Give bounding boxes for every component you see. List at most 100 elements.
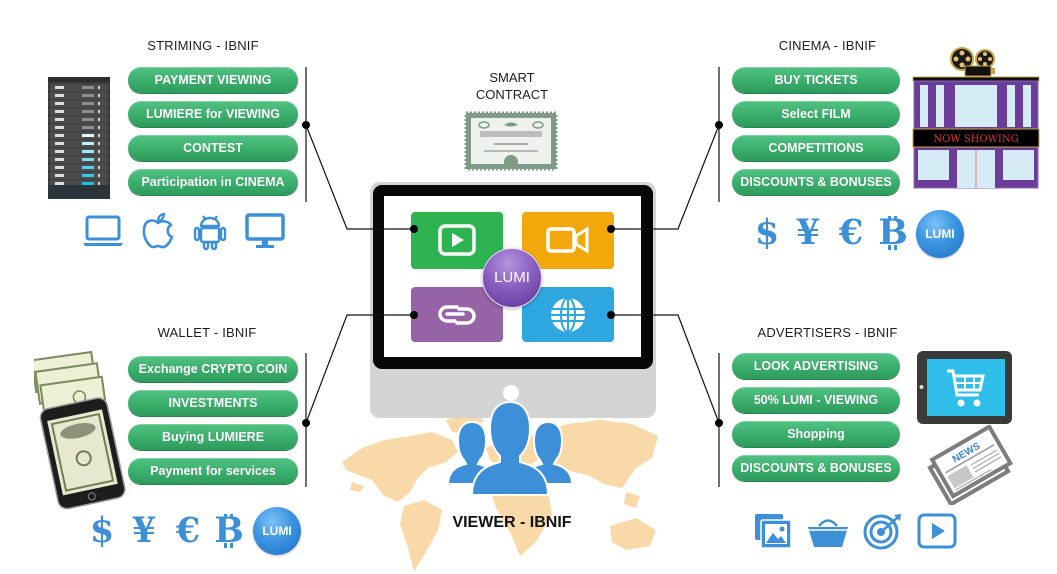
monitor-icon [245, 213, 285, 248]
server-rack-icon [48, 77, 110, 199]
wallet-item: Exchange CRYPTO COIN [128, 356, 298, 382]
wallet-item: Payment for services [128, 458, 298, 484]
tablet-shopping-cart-icon [917, 351, 1012, 424]
server-led [98, 166, 100, 169]
server-indicator [82, 158, 94, 161]
basket-icon [808, 519, 848, 547]
server-slot [50, 124, 108, 131]
server-led [98, 142, 100, 145]
advertisers-item: LOOK ADVERTISING [732, 353, 900, 379]
server-label [55, 118, 64, 121]
dollar-icon: $ [89, 510, 115, 551]
server-slot [50, 116, 108, 123]
map-north-america [342, 432, 458, 502]
lumi-hub-badge: LUMI [482, 248, 542, 308]
server-label [55, 142, 64, 145]
connector-dot [715, 419, 723, 427]
map-islands [624, 492, 640, 508]
server-label [55, 86, 64, 89]
server-indicator [82, 102, 94, 105]
cinema-item: COMPETITIONS [732, 135, 900, 161]
monitor-camera-dot [503, 385, 519, 401]
wallet-item: Buying LUMIERE [128, 424, 298, 450]
server-slot [50, 132, 108, 139]
bitcoin-glyph: B [878, 212, 908, 253]
server-led [98, 134, 100, 137]
bitcoin-icon: B [211, 511, 247, 551]
smart-contract-label-line2: CONTRACT [475, 87, 549, 102]
apple-icon [142, 212, 174, 249]
server-slot [50, 180, 108, 187]
server-indicator [82, 126, 94, 129]
cinema-item: BUY TICKETS [732, 67, 900, 93]
wallet-title: WALLET - IBNIF [157, 325, 257, 340]
cinema-item: Select FILM [732, 101, 900, 127]
advertisers-title: ADVERTISERS - IBNIF [757, 325, 898, 340]
phone-with-money-icon [34, 350, 126, 510]
yen-icon: ¥ [795, 212, 821, 253]
server-label [55, 166, 64, 169]
video-camera-icon [546, 226, 589, 254]
server-led [98, 94, 100, 97]
wallet-item: INVESTMENTS [128, 390, 298, 416]
connector-dot [715, 121, 723, 129]
server-led [98, 118, 100, 121]
server-label [55, 150, 64, 153]
smart-contract-label-line1: SMART [489, 70, 535, 85]
bitcoin-glyph: B [214, 510, 244, 551]
gallery-icon [755, 514, 792, 549]
android-icon [193, 215, 227, 251]
server-indicator [82, 174, 94, 177]
server-led [98, 86, 100, 89]
viewer-center-icon [470, 400, 550, 496]
server-indicator [82, 166, 94, 169]
server-indicator [82, 182, 94, 185]
server-label [55, 174, 64, 177]
server-led [98, 174, 100, 177]
streaming-title: STRIMING - IBNIF [147, 38, 259, 53]
viewers-group-icon [446, 400, 574, 496]
server-slot [50, 172, 108, 179]
marquee-sign: NOW SHOWING [933, 134, 1018, 145]
play-button-icon [917, 513, 957, 549]
link-icon [438, 305, 476, 325]
dollar-icon: $ [754, 212, 780, 253]
server-indicator [82, 118, 94, 121]
server-slot [50, 84, 108, 91]
server-led [98, 158, 100, 161]
server-led [98, 110, 100, 113]
euro-icon: € [838, 212, 864, 253]
server-led [98, 126, 100, 129]
globe-icon [551, 297, 585, 333]
map-south-america [400, 500, 442, 572]
server-indicator [82, 150, 94, 153]
server-label [55, 102, 64, 105]
euro-icon: € [175, 510, 201, 551]
server-label [55, 110, 64, 113]
certificate-icon [464, 111, 558, 171]
cinema-building-icon: NOW SHOWING [912, 47, 1040, 189]
server-indicator [82, 142, 94, 145]
server-led [98, 102, 100, 105]
server-label [55, 158, 64, 161]
map-australia [610, 518, 656, 550]
tile-advertisers [522, 287, 614, 342]
server-slot [50, 156, 108, 163]
advertisers-item: Shopping [732, 421, 900, 447]
bitcoin-icon: B [875, 213, 911, 253]
play-icon [438, 224, 476, 256]
cinema-item: DISCOUNTS & BONUSES [732, 169, 900, 195]
laptop-icon [83, 215, 123, 246]
streaming-item: Participation in CINEMA [128, 169, 298, 195]
server-label [55, 94, 64, 97]
server-slot [50, 92, 108, 99]
map-islands [350, 482, 364, 492]
tile-cinema [522, 212, 614, 269]
tile-wallet [411, 287, 503, 342]
connector-dot [302, 121, 310, 129]
server-slot [50, 140, 108, 147]
target-icon [863, 514, 901, 550]
cinema-title: CINEMA - IBNIF [778, 38, 877, 53]
server-led [98, 150, 100, 153]
lumi-token-badge: LUMI [916, 210, 964, 258]
